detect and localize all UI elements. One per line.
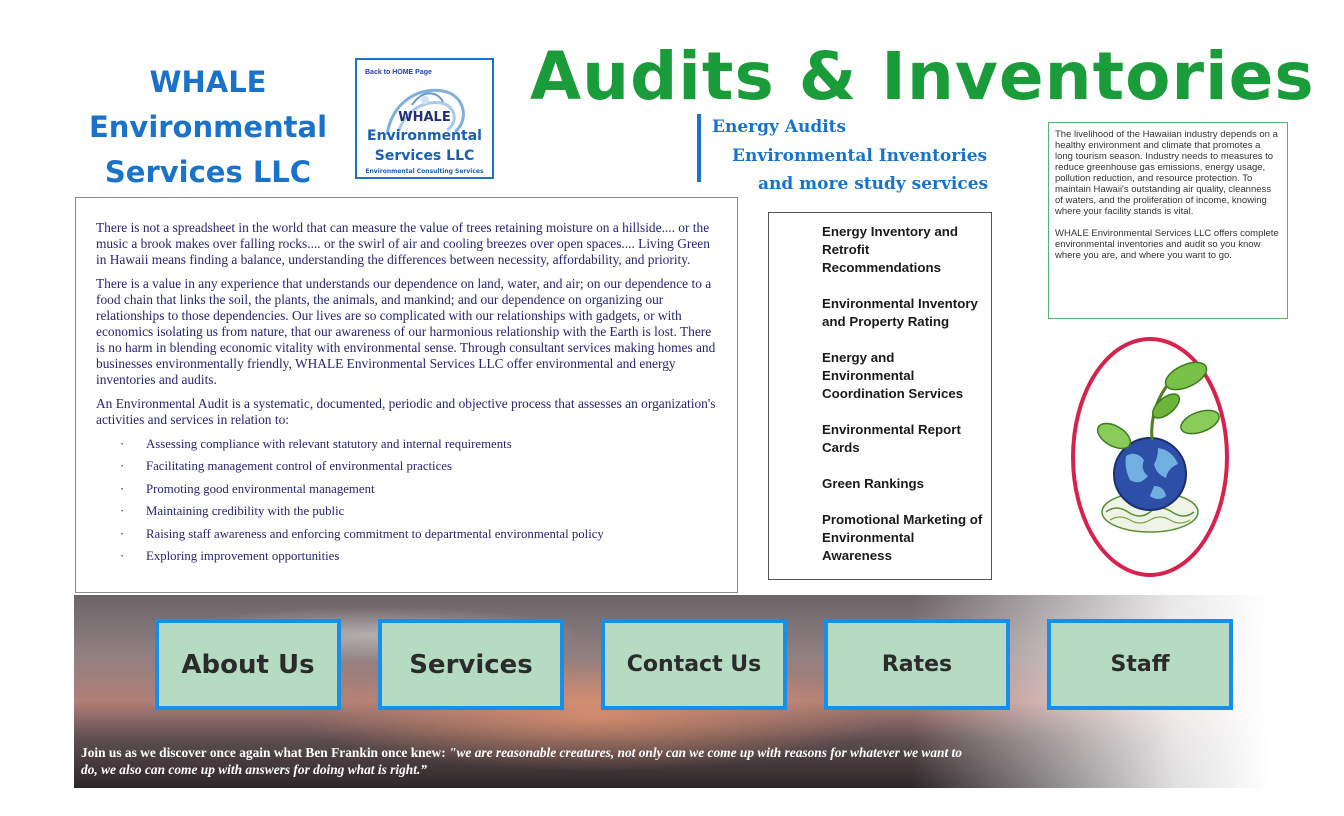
company-name-line-2: Environmental (88, 110, 328, 144)
subtitle-energy-audits: Energy Audits (712, 117, 847, 137)
subtitle-environmental-inventories: Environmental Inventories (732, 146, 988, 166)
bullet-marker: · (120, 437, 125, 451)
home-logo-link[interactable]: Back to HOME Page WHALE Environmental Se… (355, 58, 494, 179)
services-list: Energy Inventory and Retrofit Recommenda… (768, 212, 992, 580)
list-item-text: Facilitating management control of envir… (146, 459, 452, 474)
list-item-text: Exploring improvement opportunities (146, 548, 340, 563)
back-to-home-label: Back to HOME Page (365, 69, 432, 76)
company-name-line-3: Services LLC (104, 155, 312, 189)
intro-paragraph-2: WHALE Environmental Services LLC offers … (1055, 228, 1279, 261)
list-item: · Facilitating management control of envi… (96, 458, 719, 474)
main-paragraph-1: There is not a spreadsheet in the world … (96, 220, 710, 267)
rates-button[interactable]: Rates (824, 619, 1010, 710)
list-item-text: Assessing compliance with relevant statu… (146, 437, 512, 451)
list-item-text: Promoting good environmental management (146, 481, 375, 496)
service-item: Energy Inventory and Retrofit Recommenda… (822, 224, 958, 275)
subtitle-study-services: and more study services (758, 174, 989, 194)
navigation-banner: About Us Services Contact Us Rates Staff… (74, 595, 1270, 788)
service-item: Environmental Inventory and Property Rat… (822, 296, 978, 329)
service-item: Environmental Report Cards (822, 422, 961, 455)
list-item: · Exploring improvement opportunities (96, 548, 719, 564)
quote-text: "we are reasonable creatures, not only c… (81, 745, 962, 777)
bullet-marker: · (120, 481, 125, 496)
logo-text-services: Services LLC (374, 148, 475, 164)
service-item: Promotional Marketing of Environmental A… (822, 512, 983, 563)
logo-text-environmental: Environmental (367, 128, 482, 144)
logo-text-tagline: Environmental Consulting Services (365, 168, 484, 175)
bullet-marker: · (120, 526, 125, 541)
quote-lead: Join us as we discover once again what B… (81, 745, 450, 760)
service-item: Energy and Environmental Coordination Se… (822, 350, 964, 401)
staff-button[interactable]: Staff (1047, 619, 1233, 710)
main-paragraph-2: There is a value in any experience that … (96, 276, 716, 387)
logo-text-whale: WHALE (398, 110, 451, 125)
whale-swirl-logo-icon (385, 88, 465, 139)
main-content: There is not a spreadsheet in the world … (75, 197, 738, 593)
company-name-line-1: WHALE (149, 65, 267, 99)
subtitle-divider (697, 114, 701, 182)
intro-paragraph-1: The livelihood of the Hawaiian industry … (1055, 129, 1278, 217)
intro-box: The livelihood of the Hawaiian industry … (1048, 122, 1288, 319)
page-title: Audits & Inventories (530, 38, 1315, 115)
service-item: Green Rankings (822, 476, 924, 491)
globe-with-leaves-icon (1071, 337, 1229, 577)
audit-purpose-list: · Assessing compliance with relevant stat… (96, 436, 719, 564)
company-name: WHALE Environmental Services LLC (70, 60, 346, 195)
bullet-marker: · (120, 548, 125, 563)
services-button[interactable]: Services (378, 619, 564, 710)
about-us-button[interactable]: About Us (155, 619, 341, 710)
contact-us-button[interactable]: Contact Us (601, 619, 787, 710)
list-item: · Promoting good environmental management (96, 481, 719, 497)
list-item-text: Raising staff awareness and enforcing co… (146, 526, 604, 541)
list-item: · Maintaining credibility with the public (96, 503, 719, 519)
franklin-quote: Join us as we discover once again what B… (81, 744, 981, 778)
list-item: · Raising staff awareness and enforcing c… (96, 526, 719, 542)
main-paragraph-3: An Environmental Audit is a systematic, … (96, 396, 716, 427)
bullet-marker: · (120, 504, 125, 519)
bullet-marker: · (120, 459, 125, 474)
list-item-text: Maintaining credibility with the public (146, 504, 345, 519)
list-item: · Assessing compliance with relevant stat… (96, 436, 719, 452)
